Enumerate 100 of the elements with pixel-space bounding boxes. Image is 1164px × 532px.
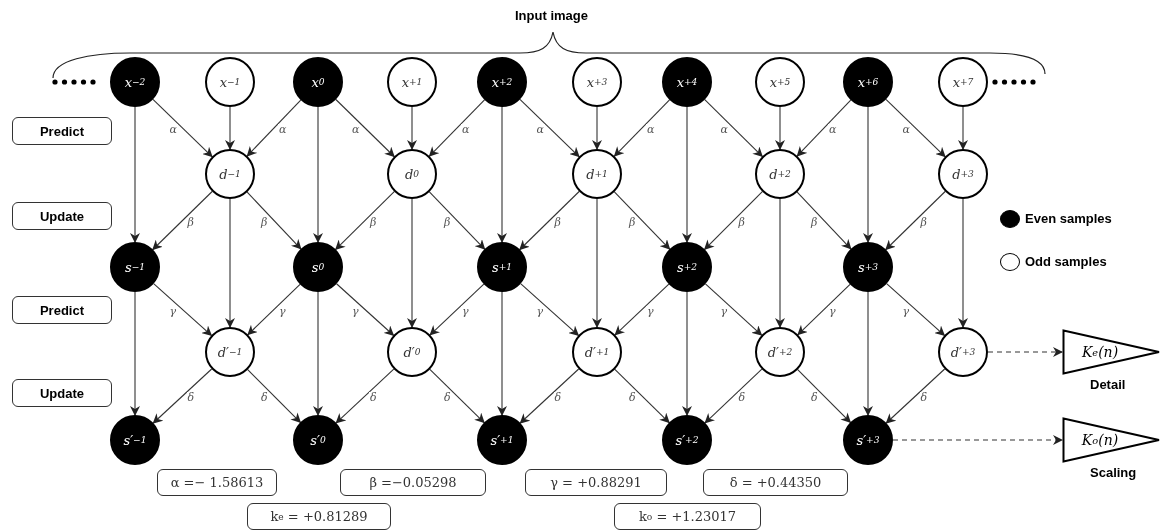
edge-label: δ: [737, 392, 747, 404]
edge-label: β: [810, 216, 819, 229]
arrow: [797, 369, 852, 424]
legend-label: Odd samples: [1025, 254, 1107, 269]
edge-label: γ: [461, 305, 470, 318]
arrow: [313, 106, 323, 243]
edge-label: β: [443, 216, 452, 229]
output-caption: Detail: [1090, 377, 1126, 392]
arrow: [592, 106, 602, 150]
arrow: [335, 191, 395, 251]
edge-label: γ: [646, 305, 655, 318]
arrow: [519, 190, 580, 251]
arrow: [247, 369, 302, 424]
arrow: [519, 98, 580, 158]
edge-label: β: [737, 216, 746, 229]
arrow: [796, 99, 852, 157]
arrow: [614, 368, 670, 424]
coefficient-box: β =−0.05298: [340, 469, 486, 496]
edge-label: α: [278, 124, 288, 136]
dashed-arrow: [987, 347, 1063, 357]
arrow: [497, 106, 507, 243]
arrow: [407, 106, 417, 150]
edge-label: α: [828, 124, 838, 136]
arrow: [613, 191, 671, 250]
edge-label: α: [168, 124, 178, 136]
arrow: [775, 106, 785, 150]
arrow: [520, 283, 580, 336]
edge-label: α: [646, 124, 656, 136]
edge-label: β: [186, 216, 195, 229]
edge-label: δ: [186, 392, 196, 404]
arrow: [428, 99, 486, 157]
arrow: [704, 99, 763, 158]
arrow: [313, 291, 323, 416]
edge-label: α: [719, 124, 729, 136]
arrow: [682, 291, 692, 416]
arrow: [958, 198, 968, 328]
coefficient-box: δ = +0.44350: [703, 469, 848, 496]
edge-label: γ: [278, 305, 287, 318]
arrow: [885, 190, 946, 251]
step-label-box: Update: [12, 202, 112, 230]
arrow: [335, 98, 395, 158]
arrow: [153, 283, 213, 336]
arrow: [886, 283, 946, 336]
arrow: [336, 283, 395, 336]
dashed-arrow: [892, 435, 1063, 445]
arrow: [246, 99, 302, 157]
arrow: [796, 191, 852, 250]
arrow: [703, 191, 763, 251]
brace-label: Input image: [515, 8, 588, 23]
arrow: [335, 368, 395, 424]
step-label-box: Predict: [12, 296, 112, 324]
arrow: [429, 368, 485, 424]
arrow: [152, 190, 213, 251]
arrow: [152, 98, 213, 158]
arrow: [797, 283, 851, 336]
edge-label: δ: [628, 392, 637, 404]
edge-label: δ: [369, 392, 378, 404]
arrow: [130, 291, 140, 416]
coefficient-box: α =− 1.58613: [157, 469, 277, 496]
arrow: [613, 99, 671, 157]
coefficient-box: γ = +0.88291: [525, 469, 667, 496]
edge-label: δ: [810, 392, 819, 404]
arrow: [225, 106, 235, 150]
edge-label: γ: [828, 305, 837, 318]
output-caption: Scaling: [1090, 465, 1137, 480]
arrow: [428, 191, 486, 250]
arrow: [247, 283, 301, 336]
arrow: [704, 283, 763, 336]
edge-label: δ: [443, 392, 452, 404]
arrow: [225, 198, 235, 328]
edge-label: α: [461, 124, 471, 136]
arrow: [407, 198, 417, 328]
arrow: [592, 198, 602, 328]
arrow: [885, 368, 946, 424]
edge-label: β: [628, 216, 637, 229]
arrow: [614, 283, 670, 336]
arrow: [863, 106, 873, 243]
edge-label: β: [553, 216, 562, 229]
arrow: [775, 198, 785, 328]
arrow: [497, 291, 507, 416]
edge-label: α: [901, 124, 911, 136]
edge-label: β: [260, 216, 269, 229]
arrow: [130, 106, 140, 243]
edge-label: α: [351, 124, 361, 136]
arrow: [704, 368, 763, 424]
arrow: [429, 283, 485, 336]
arrow: [519, 368, 580, 424]
legend-label: Even samples: [1025, 211, 1112, 226]
edge-label: β: [369, 216, 378, 229]
edge-label: δ: [260, 392, 269, 404]
arrow: [863, 291, 873, 416]
arrow: [246, 191, 302, 250]
edge-label: β: [919, 216, 928, 229]
step-label-box: Update: [12, 379, 112, 407]
arrow: [682, 106, 692, 243]
edge-label: α: [535, 124, 545, 136]
arrow: [885, 98, 946, 158]
arrow: [958, 106, 968, 150]
edge-label: δ: [553, 392, 563, 404]
edge-label: δ: [919, 392, 929, 404]
